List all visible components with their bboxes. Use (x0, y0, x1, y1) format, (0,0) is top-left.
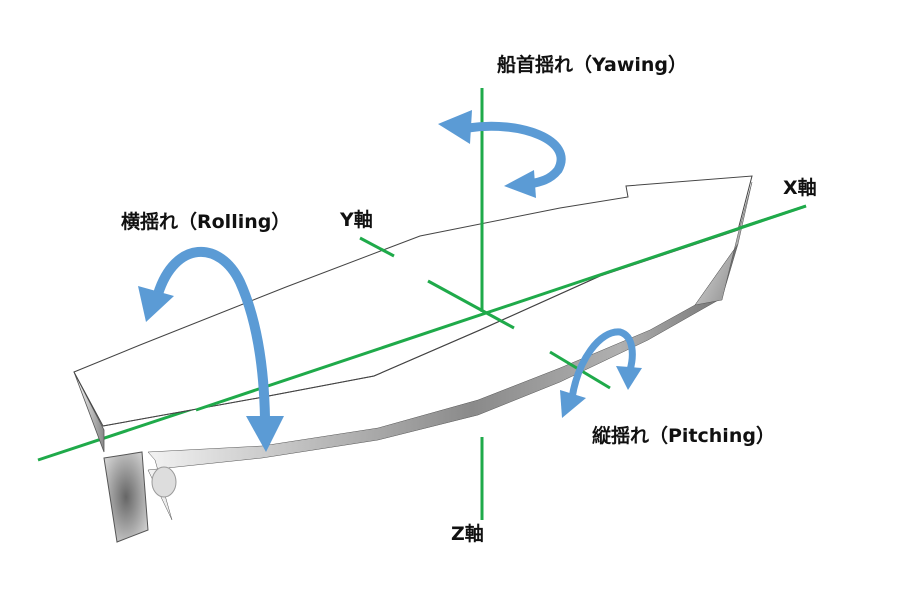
rolling-arrow (153, 246, 270, 423)
rolling-arrowhead-top (138, 286, 174, 322)
y-axis-label: Y軸 (340, 209, 373, 231)
rudder (103, 451, 149, 543)
y-axis-line (359, 236, 395, 258)
pitching-arrowhead-right (616, 366, 642, 390)
rolling-label: 横揺れ（Rolling） (121, 211, 291, 233)
yawing-arrowhead-left (438, 110, 472, 144)
yawing-label: 船首揺れ（Yawing） (497, 54, 688, 76)
pitching-label: 縦揺れ（Pitching） (592, 425, 775, 447)
yawing-arrowhead-right (504, 170, 536, 198)
pitching-arrowhead-bottom (560, 390, 586, 418)
ship-stern (73, 371, 105, 453)
x-axis-label: X軸 (783, 177, 817, 199)
z-axis-label: Z軸 (451, 523, 484, 545)
x-axis-line-front (195, 204, 807, 412)
pitching-arrow (568, 328, 636, 402)
rolling-arrowhead-bottom (246, 416, 284, 452)
yawing-arrow (463, 121, 566, 189)
y-axis-line-mid (427, 279, 515, 330)
propeller (151, 466, 177, 498)
ship-bow (694, 181, 753, 306)
